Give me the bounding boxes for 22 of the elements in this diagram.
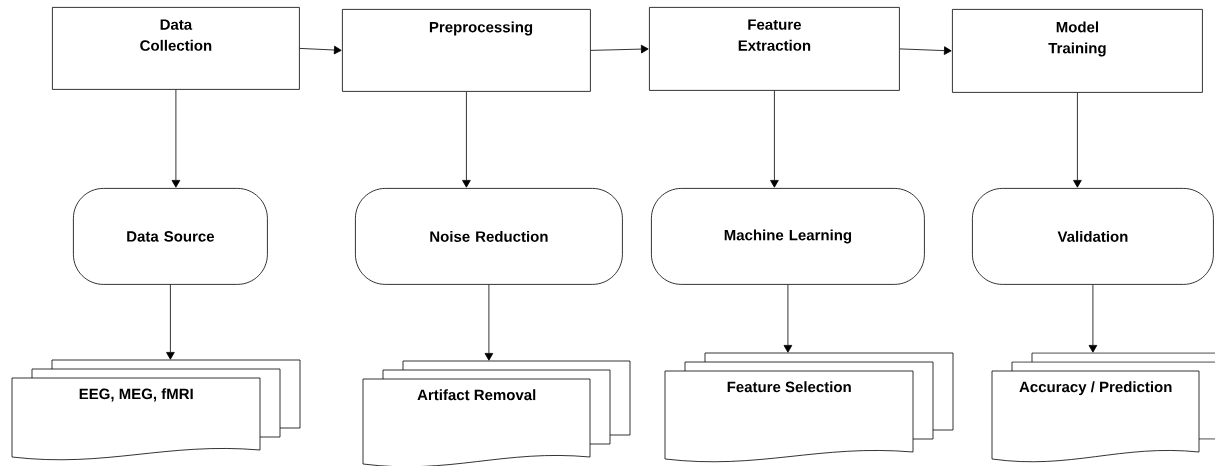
arrow xyxy=(484,284,494,361)
arrow xyxy=(1073,92,1082,188)
node-label: Accuracy / Prediction xyxy=(1019,381,1172,396)
arrow xyxy=(590,44,649,54)
arrow xyxy=(770,90,779,188)
document-stack: Feature Selection xyxy=(664,352,954,463)
node-label: EEG, MEG, fMRI xyxy=(79,388,193,402)
arrow xyxy=(899,46,952,55)
process-box: Preprocessing xyxy=(342,9,591,92)
process-box: Model Training xyxy=(952,9,1203,93)
document-stack: Artifact Removal xyxy=(362,360,631,466)
process-box: Feature Extraction xyxy=(649,7,900,91)
process-box: Data Collection xyxy=(52,7,300,90)
document-stack: EEG, MEG, fMRI xyxy=(11,359,301,461)
arrow xyxy=(783,284,793,353)
arrow xyxy=(1088,284,1098,353)
arrow xyxy=(171,89,181,188)
arrow xyxy=(166,284,175,360)
node-label: Feature Selection xyxy=(727,381,851,393)
arrow xyxy=(462,91,471,188)
arrow xyxy=(299,45,342,55)
document-stack: Accuracy / Prediction xyxy=(991,352,1215,463)
